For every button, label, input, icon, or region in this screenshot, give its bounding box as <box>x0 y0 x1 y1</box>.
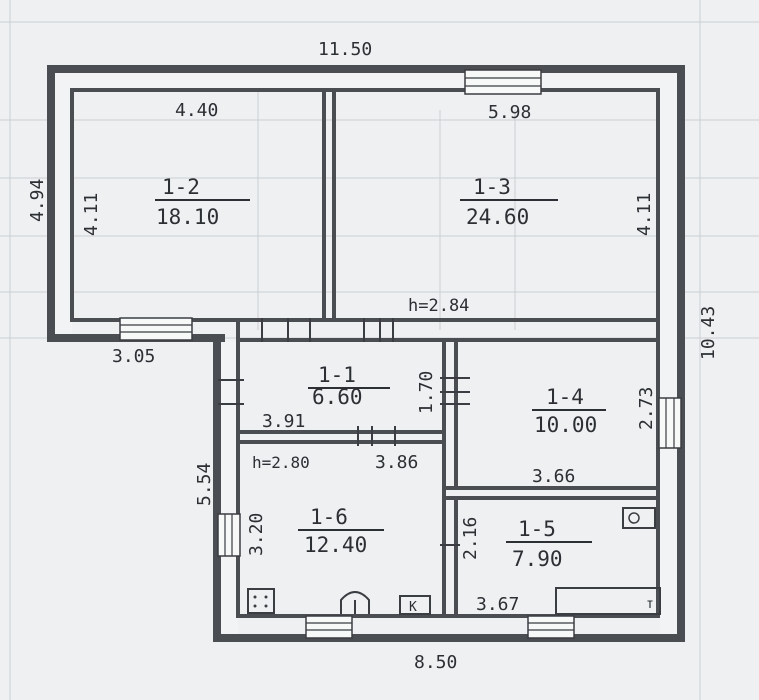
bathtub-label: т <box>646 597 654 612</box>
window-bottom-1 <box>305 615 353 639</box>
room-id: 1-6 <box>310 505 348 529</box>
dim-overall-bottom: 8.50 <box>414 652 457 673</box>
room-area: 12.40 <box>304 533 367 557</box>
dim-overall-left: 4.94 <box>27 179 48 222</box>
dim-room-1-2-height: 4.11 <box>81 193 102 236</box>
room-id: 1-3 <box>473 175 511 199</box>
window-left-bottom <box>119 317 193 341</box>
dim-room-1-1-height: 1.70 <box>416 371 437 414</box>
dim-room-1-5-height: 2.16 <box>460 517 481 560</box>
room-area: 10.00 <box>534 413 597 437</box>
dim-room-1-6-height: 3.20 <box>246 513 267 556</box>
dim-room-1-3-width: 5.98 <box>488 102 531 123</box>
dim-room-1-1-width: 3.91 <box>262 411 305 432</box>
window-right <box>658 397 682 449</box>
boiler-fixture: К <box>399 595 431 615</box>
bathtub-fixture: т <box>555 587 661 615</box>
sink-fixture <box>622 507 656 529</box>
window-lower-left <box>217 513 241 557</box>
height-lower: h=2.80 <box>252 453 310 472</box>
dim-room-1-6-width: 3.86 <box>375 452 418 473</box>
room-id: 1-4 <box>546 385 584 409</box>
window-top <box>464 69 542 95</box>
room-area: 7.90 <box>512 547 563 571</box>
stove-fixture <box>247 588 275 614</box>
room-1-2-label: 1-2 18.10 <box>155 175 250 229</box>
room-area: 24.60 <box>466 205 529 229</box>
door-marks <box>218 318 470 546</box>
dim-lower-left: 5.54 <box>194 463 215 506</box>
room-1-5-label: 1-5 7.90 <box>506 517 592 571</box>
dim-overall-right: 10.43 <box>698 306 719 360</box>
dim-room-1-4-height: 2.73 <box>636 387 657 430</box>
room-area: 18.10 <box>156 205 219 229</box>
room-1-3-label: 1-3 24.60 <box>460 175 558 229</box>
oven-fixture <box>340 591 370 614</box>
room-1-1-label: 1-1 6.60 <box>308 363 390 409</box>
room-1-4-label: 1-4 10.00 <box>532 385 606 437</box>
height-upper: h=2.84 <box>408 296 469 316</box>
room-1-6-label: 1-6 12.40 <box>298 505 384 557</box>
interior-walls <box>240 90 660 616</box>
dim-bottom-left-segment: 3.05 <box>112 346 155 367</box>
dim-room-1-3-height: 4.11 <box>634 193 655 236</box>
dim-overall-top: 11.50 <box>318 39 372 60</box>
room-id: 1-2 <box>162 175 200 199</box>
room-area: 6.60 <box>312 385 363 409</box>
window-bottom-2 <box>527 615 575 639</box>
room-id: 1-5 <box>518 517 556 541</box>
room-id: 1-1 <box>318 363 356 387</box>
dim-room-1-4-width: 3.66 <box>532 466 575 487</box>
dim-room-1-2-width: 4.40 <box>175 100 218 121</box>
boiler-label: К <box>409 600 417 615</box>
dim-room-1-5-width: 3.67 <box>476 594 519 615</box>
